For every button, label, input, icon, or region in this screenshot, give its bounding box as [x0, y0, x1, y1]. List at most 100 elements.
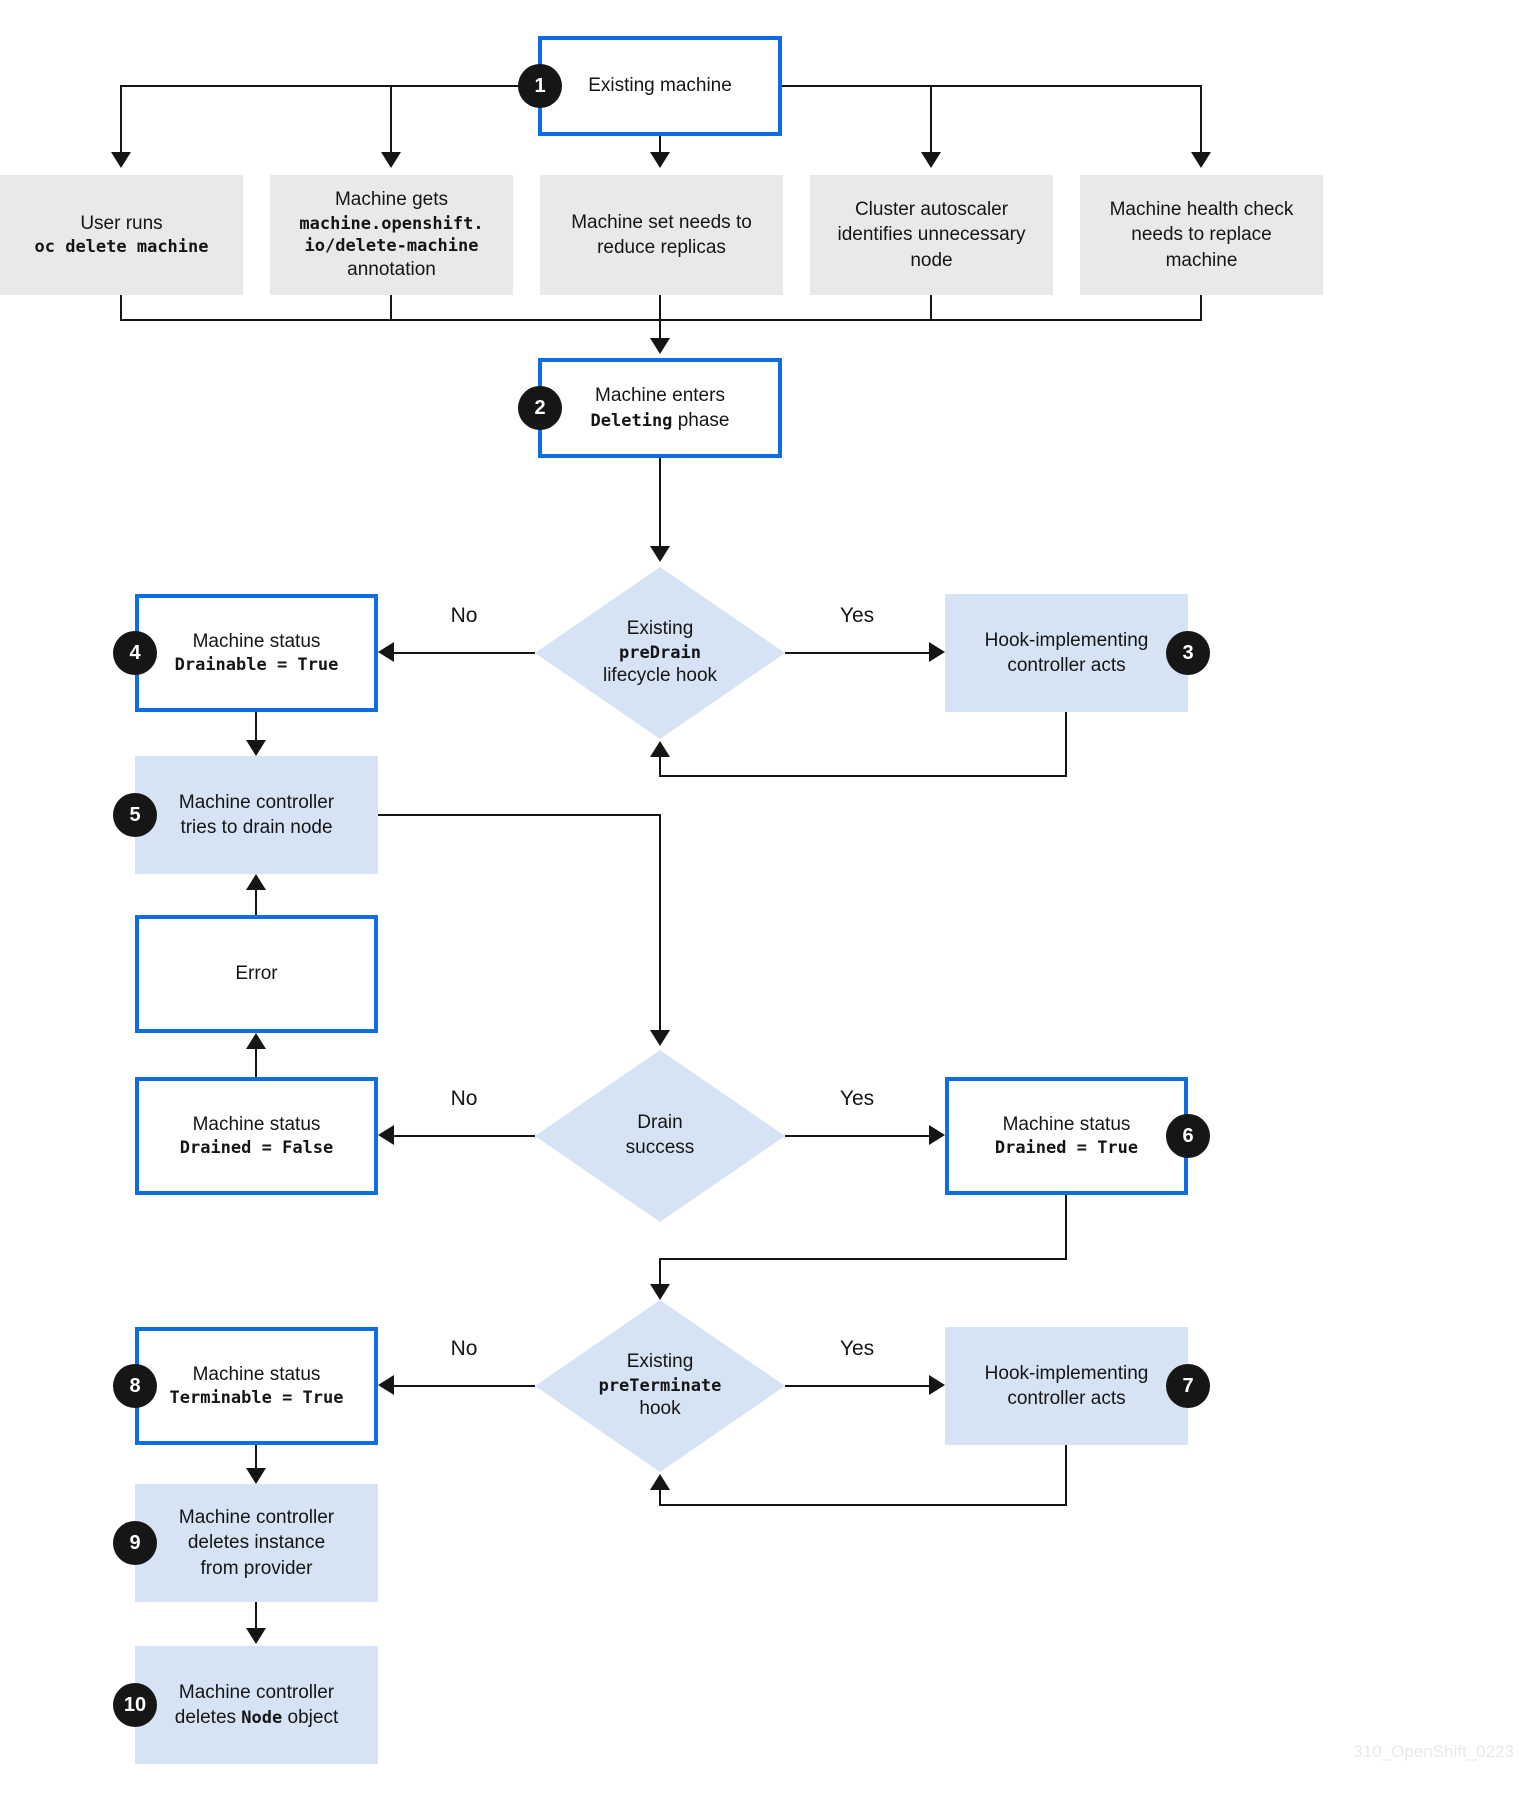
node-label: Hook-implementing controller acts — [984, 629, 1149, 676]
step-badge-10: 10 — [113, 1683, 157, 1727]
node-label: Machine set needs to reduce replicas — [571, 211, 752, 258]
node-code: Drained = True — [994, 1138, 1139, 1159]
step-badge-2: 2 — [518, 386, 562, 430]
connector-hook2-return-rise — [659, 1490, 661, 1506]
node-label: phase — [672, 410, 730, 431]
edge-label-yes: Yes — [839, 604, 875, 627]
node-code: machine.openshift. — [299, 213, 484, 234]
connector-hook1-return-run — [659, 775, 1067, 777]
connector-deleting-to-predrain — [659, 458, 661, 546]
connector-drop-col5 — [1200, 86, 1202, 152]
arrowhead-left-icon — [378, 1375, 394, 1395]
arrowhead-down-icon — [921, 152, 941, 168]
decision-code: preTerminate — [598, 1375, 722, 1396]
step-badge-5: 5 — [113, 793, 157, 837]
arrowhead-up-icon — [650, 741, 670, 757]
decision-label: Existing — [626, 618, 694, 640]
step-badge-3: 3 — [1166, 631, 1210, 675]
edge-label-no: No — [450, 1087, 478, 1110]
connector-hook2-return-run — [659, 1504, 1067, 1506]
arrowhead-left-icon — [378, 642, 394, 662]
node-label: annotation — [347, 259, 436, 281]
decision-label: Drain — [637, 1112, 683, 1134]
node-label: Machine gets — [334, 189, 448, 211]
node-deletes-instance: Machine controller deletes instance from… — [135, 1484, 378, 1602]
step-badge-7: 7 — [1166, 1364, 1210, 1408]
connector-instance-to-node — [255, 1602, 257, 1630]
node-code: Terminable = True — [169, 1388, 344, 1409]
connector-drain-exit-run — [378, 814, 661, 816]
connector-terminable-to-instance — [255, 1445, 257, 1470]
node-label: User runs — [80, 213, 163, 235]
connector-stub-col3 — [659, 295, 661, 321]
node-label: Existing machine — [588, 75, 732, 97]
connector-drop-col1 — [120, 86, 122, 152]
arrowhead-down-icon — [111, 152, 131, 168]
node-drained-true: Machine status Drained = True — [945, 1077, 1188, 1195]
arrowhead-down-icon — [650, 1030, 670, 1046]
figure-watermark: 310_OpenShift_0223 — [1353, 1742, 1514, 1761]
edge-label-no: No — [450, 1337, 478, 1360]
node-label: Machine enters — [595, 384, 725, 406]
node-machineset-reduce: Machine set needs to reduce replicas — [540, 175, 783, 295]
node-label: Machine status — [192, 631, 321, 653]
arrowhead-up-icon — [246, 874, 266, 890]
node-delete-annotation: Machine gets machine.openshift. io/delet… — [270, 175, 513, 295]
connector-merge-drop — [659, 321, 661, 338]
node-controller-drains-node: Machine controller tries to drain node — [135, 756, 378, 874]
node-label: deletes — [174, 1707, 242, 1728]
edge-preterminate-yes — [785, 1385, 929, 1387]
arrowhead-left-icon — [378, 1125, 394, 1145]
edge-predrain-no — [394, 652, 535, 654]
node-label: Error — [235, 963, 278, 985]
arrowhead-right-icon — [929, 1375, 945, 1395]
node-code: oc delete machine — [34, 237, 209, 258]
step-badge-8: 8 — [113, 1364, 157, 1408]
node-label: Machine controller tries to drain node — [178, 791, 335, 838]
connector-error-to-drain — [255, 890, 257, 915]
connector-drain-exit-drop — [659, 814, 661, 1030]
node-label-line: Deleting phase — [591, 408, 730, 433]
step-badge-1: 1 — [518, 64, 562, 108]
node-drainable-true: Machine status Drainable = True — [135, 594, 378, 712]
node-code: io/delete-machine — [304, 236, 479, 256]
step-badge-4: 4 — [113, 631, 157, 675]
connector-drop-col2 — [390, 86, 392, 152]
decision-label: success — [625, 1137, 695, 1158]
arrowhead-down-icon — [1191, 152, 1211, 168]
node-label: Machine health check needs to replace ma… — [1109, 199, 1294, 271]
node-error: Error — [135, 915, 378, 1033]
node-label: object — [282, 1707, 339, 1728]
decision-predrain-hook: Existing preDrain lifecycle hook — [535, 567, 785, 739]
node-hook-controller-acts-1: Hook-implementing controller acts — [945, 594, 1188, 712]
node-deletes-node-object: Machine controller deletes Node object — [135, 1646, 378, 1764]
connector-drained-true-drop — [1065, 1195, 1067, 1260]
node-code: Drainable = True — [174, 655, 339, 676]
edge-label-yes: Yes — [839, 1337, 875, 1360]
arrowhead-down-icon — [650, 338, 670, 354]
connector-drained-true-drop2 — [659, 1258, 661, 1286]
decision-code: preDrain — [619, 642, 701, 663]
connector-hook1-return-drop — [1065, 712, 1067, 777]
step-badge-6: 6 — [1166, 1114, 1210, 1158]
node-code: Node — [241, 1708, 283, 1728]
edge-drainsuccess-yes — [785, 1135, 929, 1137]
decision-preterminate-hook: Existing preTerminate hook — [535, 1300, 785, 1472]
node-cluster-autoscaler: Cluster autoscaler identifies unnecessar… — [810, 175, 1053, 295]
connector-drop-col3 — [659, 136, 661, 152]
node-terminable-true: Machine status Terminable = True — [135, 1327, 378, 1445]
decision-label: hook — [639, 1398, 681, 1420]
connector-stub-col4 — [930, 295, 932, 321]
arrowhead-down-icon — [650, 546, 670, 562]
arrowhead-down-icon — [650, 1284, 670, 1300]
arrowhead-down-icon — [381, 152, 401, 168]
decision-label: Existing — [626, 1351, 694, 1373]
arrowhead-down-icon — [246, 1628, 266, 1644]
edge-predrain-yes — [785, 652, 929, 654]
step-badge-9: 9 — [113, 1521, 157, 1565]
connector-hook2-return-drop — [1065, 1445, 1067, 1506]
arrowhead-right-icon — [929, 1125, 945, 1145]
node-label: Hook-implementing controller acts — [984, 1362, 1149, 1409]
connector-drained-true-run — [659, 1258, 1067, 1260]
connector-stub-col1 — [120, 295, 122, 321]
